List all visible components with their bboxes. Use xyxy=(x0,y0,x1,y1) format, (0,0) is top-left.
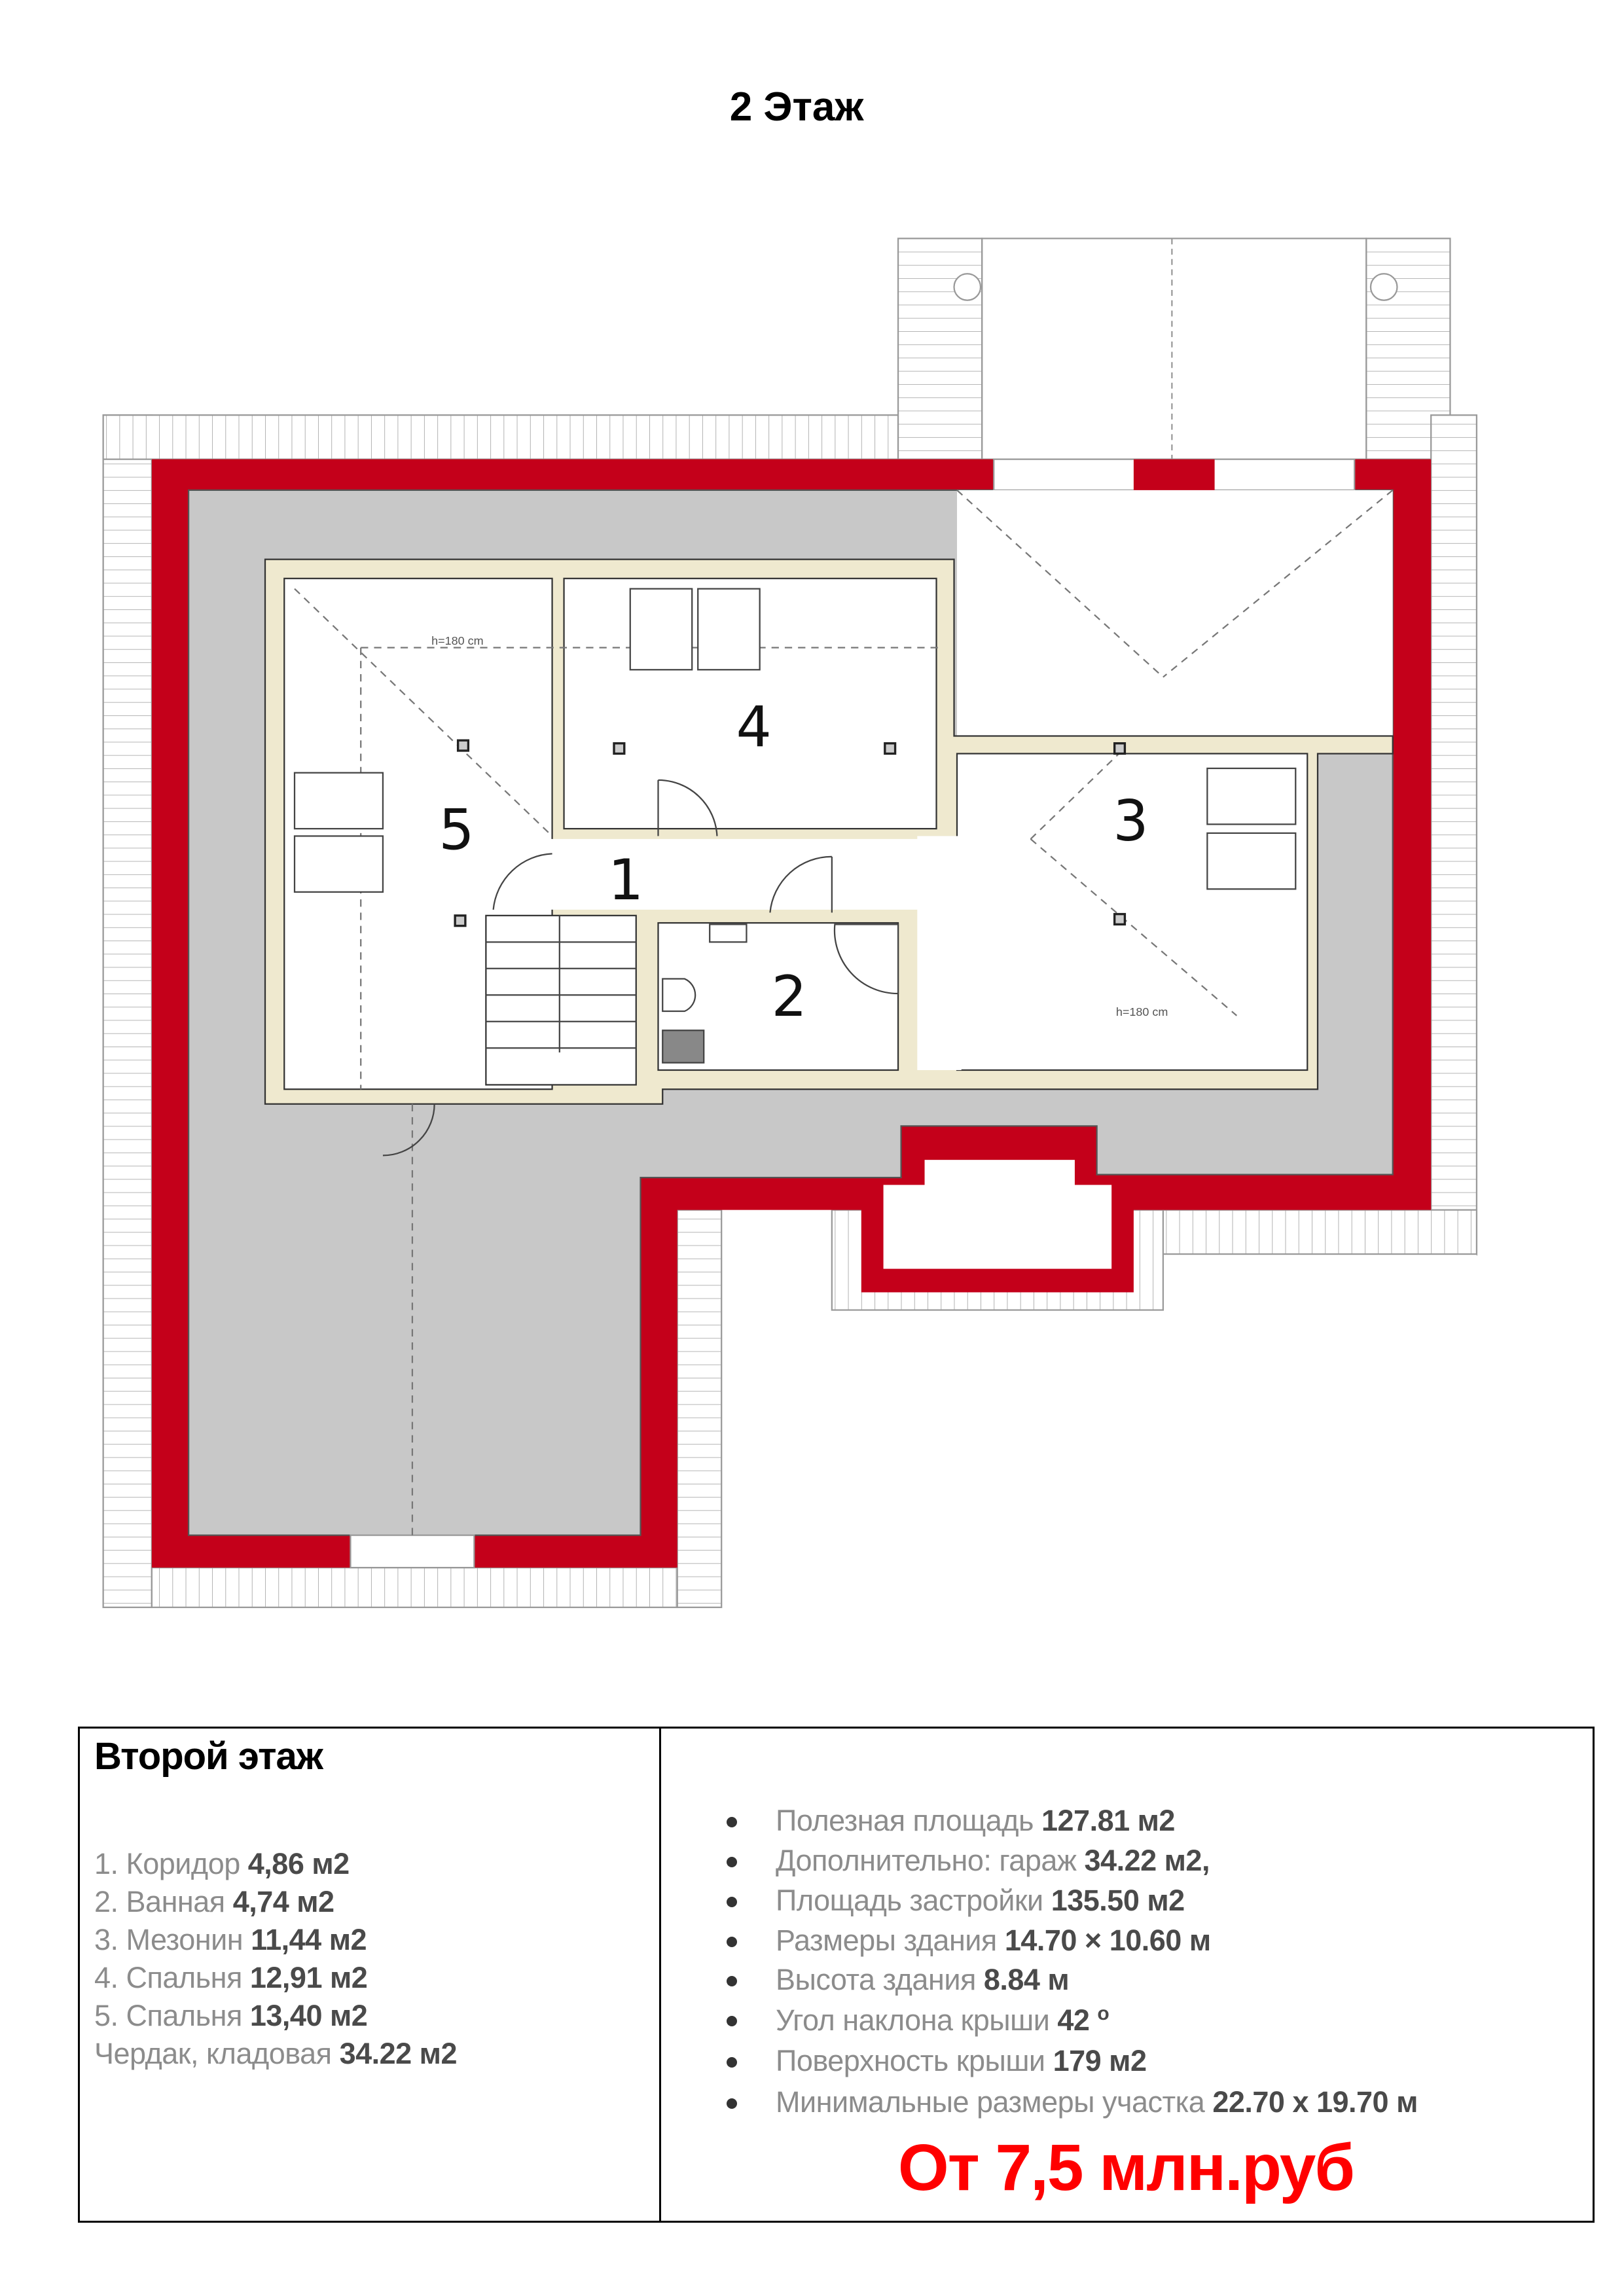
spec-item: Дополнительно: гараж 34.22 м2, xyxy=(776,1844,1210,1878)
spec-item: Размеры здания 14.70 × 10.60 м xyxy=(776,1924,1211,1958)
room-label-corridor: 1 xyxy=(608,848,643,913)
bullet-icon xyxy=(727,1897,737,1907)
info-table xyxy=(78,1727,1595,2223)
spec-value: 22.70 x 19.70 м xyxy=(1212,2085,1418,2119)
room-item: 5. Спальня 13,40 м2 xyxy=(94,1999,368,2033)
spec-label: Дополнительно: гараж xyxy=(776,1844,1077,1877)
roof-lines xyxy=(294,490,1394,1535)
room-name: Чердак, кладовая xyxy=(94,2037,332,2070)
room-name: 4. Спальня xyxy=(94,1961,242,1994)
room-item: 4. Спальня 12,91 м2 xyxy=(94,1961,368,1995)
spec-value: 179 м2 xyxy=(1053,2044,1147,2077)
degree-sign: o xyxy=(1097,2003,1110,2024)
room-area: 11,44 м2 xyxy=(251,1923,367,1956)
doors xyxy=(382,779,833,1157)
price-label: От 7,5 млн.руб xyxy=(897,2131,1355,2204)
spec-item: Минимальные размеры участка 22.70 x 19.7… xyxy=(776,2085,1418,2119)
bullet-icon xyxy=(727,2098,737,2109)
stairs xyxy=(486,915,636,1052)
room-area: 4,86 м2 xyxy=(247,1847,350,1880)
bullet-icon xyxy=(727,1976,737,1986)
room-name: 1. Коридор xyxy=(94,1847,240,1880)
spec-label: Угол наклона крыши xyxy=(776,2003,1050,2037)
room-area: 13,40 м2 xyxy=(249,1999,368,2032)
room-item: Чердак, кладовая 34.22 м2 xyxy=(94,2037,458,2071)
room-label-bedroom-5: 5 xyxy=(439,798,474,863)
ceiling-height-label: h=180 cm xyxy=(1116,1005,1168,1018)
room-item: 2. Ванная 4,74 м2 xyxy=(94,1885,334,1919)
bullet-icon xyxy=(727,2016,737,2026)
room-name: 2. Ванная xyxy=(94,1885,225,1918)
spec-value: 34.22 м2, xyxy=(1084,1844,1210,1877)
room-name: 3. Мезонин xyxy=(94,1923,244,1956)
spec-label: Площадь застройки xyxy=(776,1884,1043,1917)
room-name: 5. Спальня xyxy=(94,1999,242,2032)
page-title: 2 Этаж xyxy=(729,84,864,130)
spec-value: 14.70 × 10.60 м xyxy=(1004,1924,1211,1957)
roof-posts xyxy=(454,739,1127,927)
floor-plan: 1 2 3 4 5 h=180 cm h=180 cm xyxy=(102,238,1478,1608)
room-label-bathroom: 2 xyxy=(771,965,806,1030)
spec-item: Полезная площадь 127.81 м2 xyxy=(776,1804,1175,1838)
spec-label: Размеры здания xyxy=(776,1924,997,1957)
table-divider xyxy=(659,1727,661,2223)
spec-item: Высота здания 8.84 м xyxy=(776,1963,1070,1997)
room-item: 1. Коридор 4,86 м2 xyxy=(94,1847,350,1881)
spec-item: Поверхность крыши 179 м2 xyxy=(776,2044,1147,2078)
spec-label: Поверхность крыши xyxy=(776,2044,1045,2077)
bullet-icon xyxy=(727,1857,737,1867)
spec-label: Минимальные размеры участка xyxy=(776,2085,1205,2119)
room-label-bedroom-4: 4 xyxy=(736,695,771,760)
fixtures xyxy=(293,588,1297,1064)
bullet-icon xyxy=(727,1937,737,1947)
bullet-icon xyxy=(727,1817,737,1827)
spec-item: Угол наклона крыши 42 o xyxy=(776,2003,1110,2037)
room-area: 34.22 м2 xyxy=(339,2037,458,2070)
spec-item: Площадь застройки 135.50 м2 xyxy=(776,1884,1185,1918)
section-heading: Второй этаж xyxy=(94,1735,323,1778)
spec-label: Высота здания xyxy=(776,1963,976,1996)
room-item: 3. Мезонин 11,44 м2 xyxy=(94,1923,367,1957)
spec-label: Полезная площадь xyxy=(776,1804,1034,1837)
gable-window xyxy=(350,1534,475,1569)
spec-value: 135.50 м2 xyxy=(1051,1884,1185,1917)
room-area: 12,91 м2 xyxy=(249,1961,368,1994)
room-area: 4,74 м2 xyxy=(232,1885,334,1918)
bullet-icon xyxy=(727,2057,737,2068)
spec-value: 127.81 м2 xyxy=(1041,1804,1175,1837)
spec-value: 42 xyxy=(1057,2003,1090,2037)
spec-value: 8.84 м xyxy=(983,1963,1070,1996)
ceiling-height-label: h=180 cm xyxy=(431,634,483,647)
room-label-mezzanine: 3 xyxy=(1113,789,1148,854)
